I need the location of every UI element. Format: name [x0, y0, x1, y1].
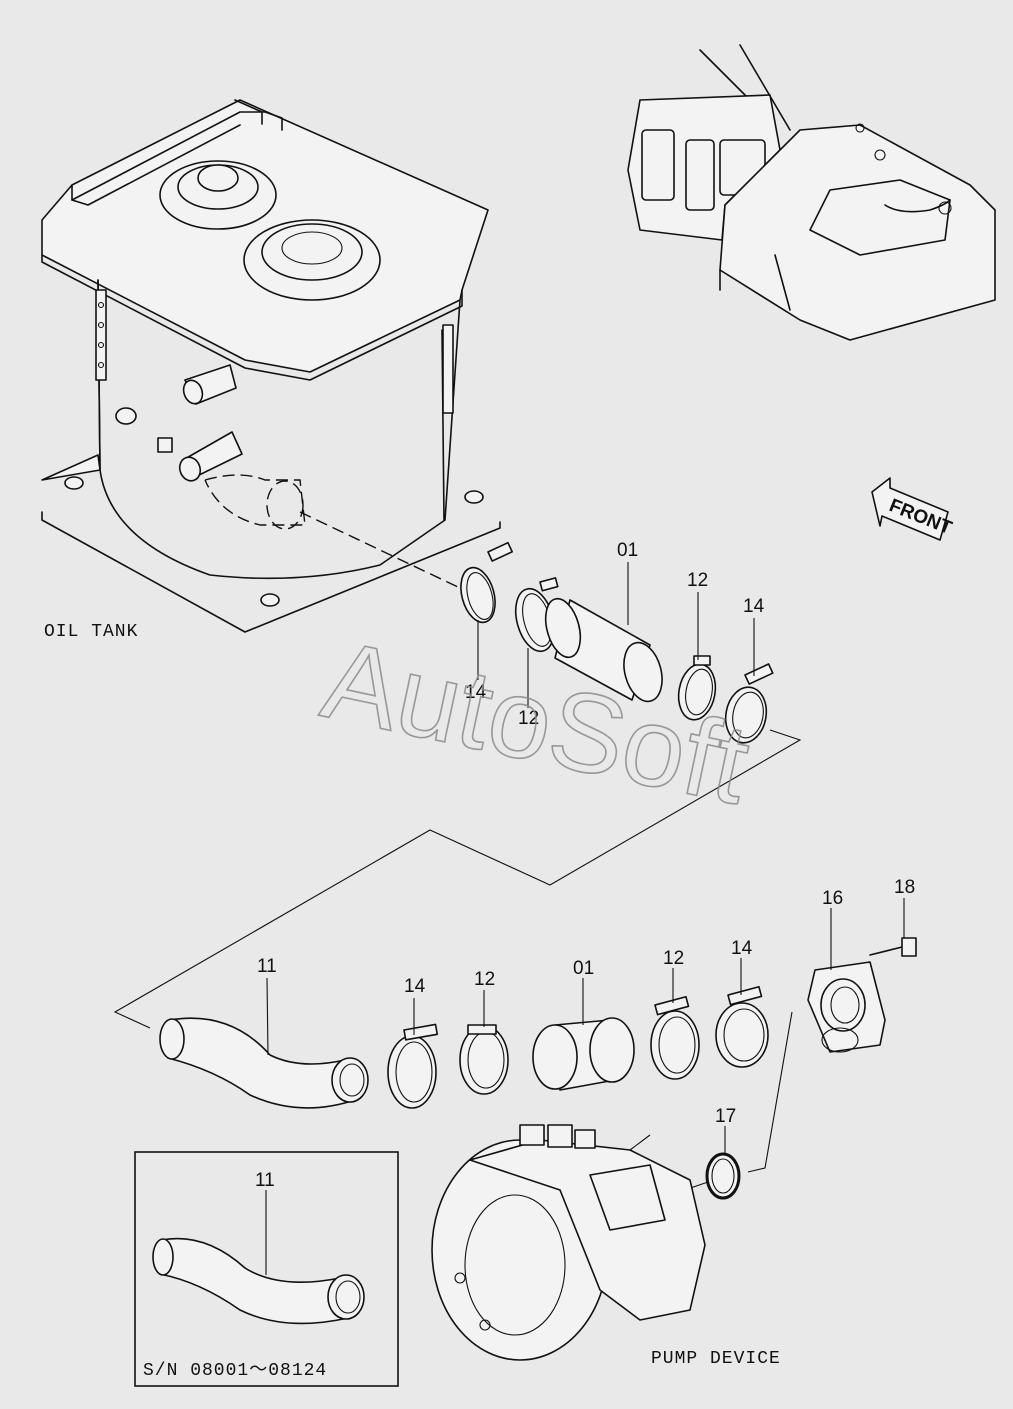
- callout-lower-14b: 14: [731, 938, 753, 959]
- callout-lower-18: 18: [894, 877, 915, 898]
- upper-clamp-14b: [724, 663, 774, 744]
- upper-clamp-12b: [677, 655, 717, 721]
- lower-hose-assembly: [159, 898, 917, 1200]
- bolt-18: [869, 937, 917, 957]
- callout-lower-01: 01: [573, 958, 594, 979]
- callout-lower-17: 17: [715, 1106, 736, 1127]
- pump-device-illustration: [431, 1124, 706, 1361]
- callout-lower-12a: 12: [474, 969, 495, 990]
- callout-upper-14b: 14: [743, 596, 765, 617]
- lower-pipe-11: [159, 1017, 369, 1109]
- callout-upper-01: 01: [617, 540, 638, 561]
- pump-device-label: PUMP DEVICE: [651, 1349, 781, 1369]
- upper-hose-01: [544, 597, 663, 703]
- upper-clamp-12a: [514, 577, 559, 653]
- assembly-connection-line: [113, 729, 802, 1029]
- callout-lower-14a: 14: [404, 976, 426, 997]
- oil-tank-illustration: [41, 99, 501, 633]
- lower-hose-01: [532, 1017, 635, 1091]
- lower-clamp-12a: [459, 1024, 509, 1095]
- lower-clamp-12b: [650, 995, 700, 1080]
- upper-clamp-14a: [460, 541, 513, 624]
- flange-16: [807, 961, 886, 1053]
- lower-clamp-14b: [715, 985, 769, 1068]
- upper-hose-assembly: [460, 541, 774, 744]
- callout-upper-12a: 12: [518, 708, 539, 729]
- callout-upper-14a: 14: [465, 682, 487, 703]
- callout-lower-11: 11: [257, 956, 277, 977]
- serial-inset-box: [134, 1151, 399, 1387]
- callout-lower-16: 16: [822, 888, 843, 909]
- callout-inset-11: 11: [255, 1170, 275, 1191]
- callout-lower-12b: 12: [663, 948, 684, 969]
- callout-upper-12b: 12: [687, 570, 708, 591]
- lower-clamp-14a: [387, 1023, 439, 1109]
- oil-tank-label: OIL TANK: [44, 622, 138, 642]
- excavator-location-illustration: [627, 44, 996, 341]
- o-ring-17: [705, 1152, 741, 1200]
- front-direction-arrow: FRONT: [871, 477, 955, 541]
- serial-number-range: S/N 08001〜08124: [143, 1361, 327, 1381]
